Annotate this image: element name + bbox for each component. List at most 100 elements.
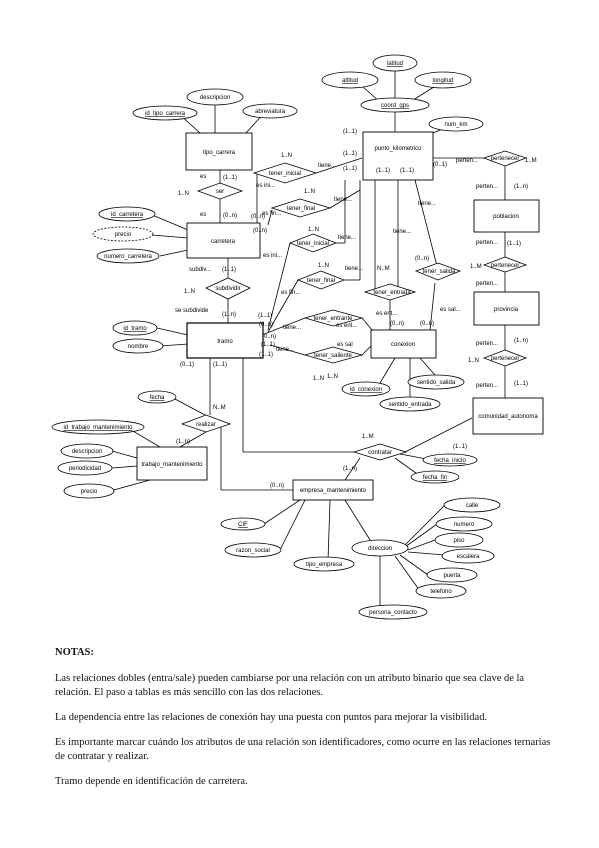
label-tener-entrada: tener_entrada: [373, 290, 411, 296]
rel-pertenecer-1: [482, 150, 528, 167]
cardinality: (1..1): [507, 241, 521, 247]
notes-title: NOTAS:: [55, 647, 94, 658]
note-paragraph: La dependencia entre las relaciones de c…: [55, 712, 488, 723]
rel-tener-inicial-b: [288, 233, 338, 253]
label-numero-carretera: numero_carretera: [104, 254, 152, 260]
attr-numero: [435, 516, 493, 532]
role-label: es ent...: [376, 311, 398, 317]
label-telefono: telefono: [430, 589, 452, 595]
rel-tener-final-b: [296, 270, 346, 290]
cardinality: (1..1): [259, 352, 273, 358]
role-label: perten...: [476, 184, 498, 190]
attr-id-tipo-carrera: [132, 105, 198, 121]
label-tener-inicial-b: tener_inicial: [297, 241, 329, 247]
rel-tener-entrante: [303, 309, 364, 327]
label-tener-final-b: tener_final: [307, 278, 335, 284]
attr-fecha-fin: [410, 470, 460, 484]
rel-tener-inicial-a: [252, 162, 318, 184]
label-tener-saliente: tener_saliente: [314, 353, 352, 359]
note-paragraph: Tramo depende en identificación de carre…: [55, 776, 248, 787]
cardinality: (0..1): [180, 362, 194, 368]
er-diagram: tipo_carrera carretera tramo punto_kilom…: [51, 54, 544, 620]
attribute-labels: descripcion id_tipo_carrera abreviatura …: [63, 61, 480, 616]
cardinality: 1..N: [313, 376, 324, 382]
label-razon-social: razon_social: [236, 548, 270, 554]
attr-escalera: [441, 548, 495, 564]
attr-tipo-empresa: [293, 556, 355, 572]
label-tramo: tramo: [217, 339, 233, 345]
cardinality: (1..1): [258, 313, 272, 319]
entity-punto-kilometrico: [362, 131, 434, 181]
entity-provincia: [473, 291, 540, 326]
attr-persona-contacto: [358, 604, 428, 620]
label-precio-c: precio: [115, 232, 132, 238]
attr-altitud: [321, 71, 379, 89]
entity-carretera: [186, 222, 261, 259]
cardinality: 1..M: [362, 434, 374, 440]
label-fecha-inicio: fecha_inicio: [434, 458, 466, 464]
label-ser: ser: [216, 189, 224, 195]
entity-tramo: [186, 322, 264, 359]
cardinality: (0..n): [420, 321, 434, 327]
label-tener-inicial-a: tener_inicial: [269, 171, 301, 177]
note-paragraph: Las relaciones dobles (entra/sale) puede…: [55, 673, 525, 698]
attr-descripcion-tc: [186, 88, 244, 106]
cardinality: (0..n): [270, 483, 284, 489]
entity-conexion: [370, 329, 437, 359]
entity-comunidad-autonoma: [472, 397, 544, 435]
label-altitud: altitud: [342, 78, 358, 84]
role-label: tiene...: [345, 266, 363, 272]
label-punto-kilometrico: punto_kilometrico: [374, 146, 422, 152]
role-label: perten...: [476, 240, 498, 246]
attr-numero-carretera: [96, 248, 160, 264]
label-id-trabajo-mantenimiento: id_trabajo_mantenimiento: [63, 425, 133, 431]
rel-contratar: [352, 443, 408, 461]
notes-section: NOTAS: Las relaciones dobles (entra/sale…: [55, 646, 555, 800]
entity-tipo-carrera: [185, 132, 253, 171]
cardinality: (1..1): [343, 166, 357, 172]
attr-latitud: [372, 54, 418, 72]
cardinality: 1..N: [308, 227, 319, 233]
attr-cif: [220, 517, 266, 531]
label-abreviatura: abreviatura: [255, 109, 286, 115]
label-periodicidad: periodicidad: [69, 466, 101, 472]
label-num-km: num_km: [444, 122, 467, 128]
label-nombre: nombre: [128, 344, 149, 350]
role-label: tiene...: [283, 325, 301, 331]
attr-id-trabajo-mantenimiento: [51, 419, 145, 435]
cardinality: (1..n): [222, 312, 236, 318]
cardinality: (0..n): [390, 321, 404, 327]
cardinality: (1..1): [376, 168, 390, 174]
cardinality: (1..1): [453, 444, 467, 450]
entity-empresa-mantenimiento: [292, 479, 374, 501]
attr-longitud: [414, 71, 472, 89]
cardinality: (1..1): [514, 381, 528, 387]
role-label: tiene...: [418, 201, 436, 207]
cardinality: (0..n): [223, 213, 237, 219]
attr-telefono: [415, 583, 467, 599]
role-label: es fin...: [262, 211, 282, 217]
cardinality-labels: (1..1) (0..n) 1..N (1..1) (1..n) 1..N (1…: [176, 129, 537, 489]
rel-tener-final-a: [270, 198, 332, 218]
cardinality: (1..n): [514, 338, 528, 344]
relationship-labels: ser subdividir tener_inicial tener_final…: [196, 156, 519, 456]
cardinality: (1..1): [400, 168, 414, 174]
cardinality: (1..1): [261, 342, 275, 348]
label-id-carretera: id_carretera: [111, 212, 144, 218]
cardinality: (0..n): [253, 228, 267, 234]
attribute-ellipses: [51, 54, 501, 620]
cardinality: (0..n): [415, 256, 429, 262]
cardinality: N..M: [377, 266, 390, 272]
label-coord-gps: coord_gps: [381, 103, 409, 109]
cardinality: (1..n): [514, 184, 528, 190]
cardinality: (0..n): [259, 322, 273, 328]
cardinality: 1..M: [470, 264, 482, 270]
attr-id-carretera: [98, 206, 156, 222]
attr-fecha: [137, 390, 177, 404]
cardinality: 1..N: [468, 358, 479, 364]
role-labels: es es subdiv... se subdivide tiene... es…: [175, 158, 498, 389]
role-label: subdiv...: [189, 267, 211, 273]
label-id-tipo-carrera: id_tipo_carrera: [145, 111, 186, 117]
attr-sentido-entrada: [379, 396, 441, 412]
label-longitud: longitud: [432, 78, 453, 84]
